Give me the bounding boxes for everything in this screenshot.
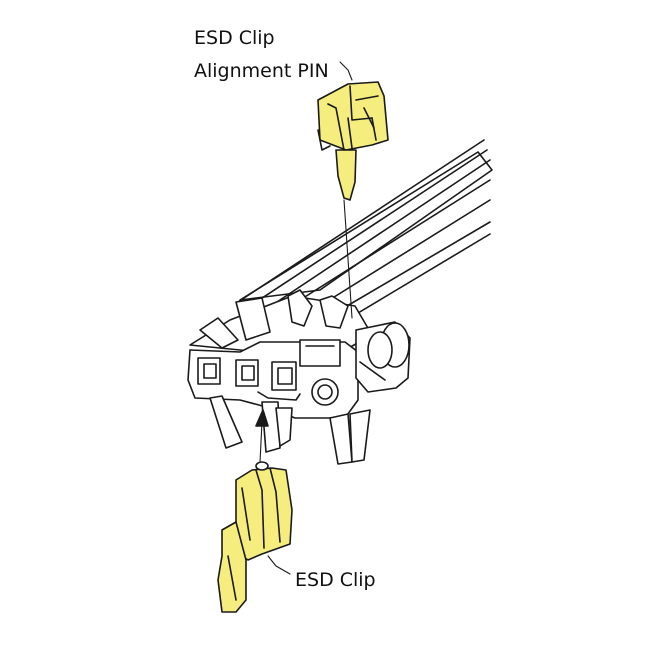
label-esd-clip-top: ESD Clip — [194, 27, 275, 49]
alignment-arrow-bottom — [255, 409, 269, 463]
leader-line-bottom — [267, 555, 291, 575]
connector-housing — [187, 289, 411, 465]
esd-clip-top — [317, 81, 389, 201]
label-alignment-pin: Alignment PIN — [194, 60, 329, 82]
esd-clip-bottom — [217, 461, 293, 613]
rail — [237, 139, 493, 323]
leader-line-top — [339, 61, 353, 81]
label-esd-clip-bottom: ESD Clip — [295, 569, 376, 591]
alignment-guide-line-top — [343, 199, 353, 319]
